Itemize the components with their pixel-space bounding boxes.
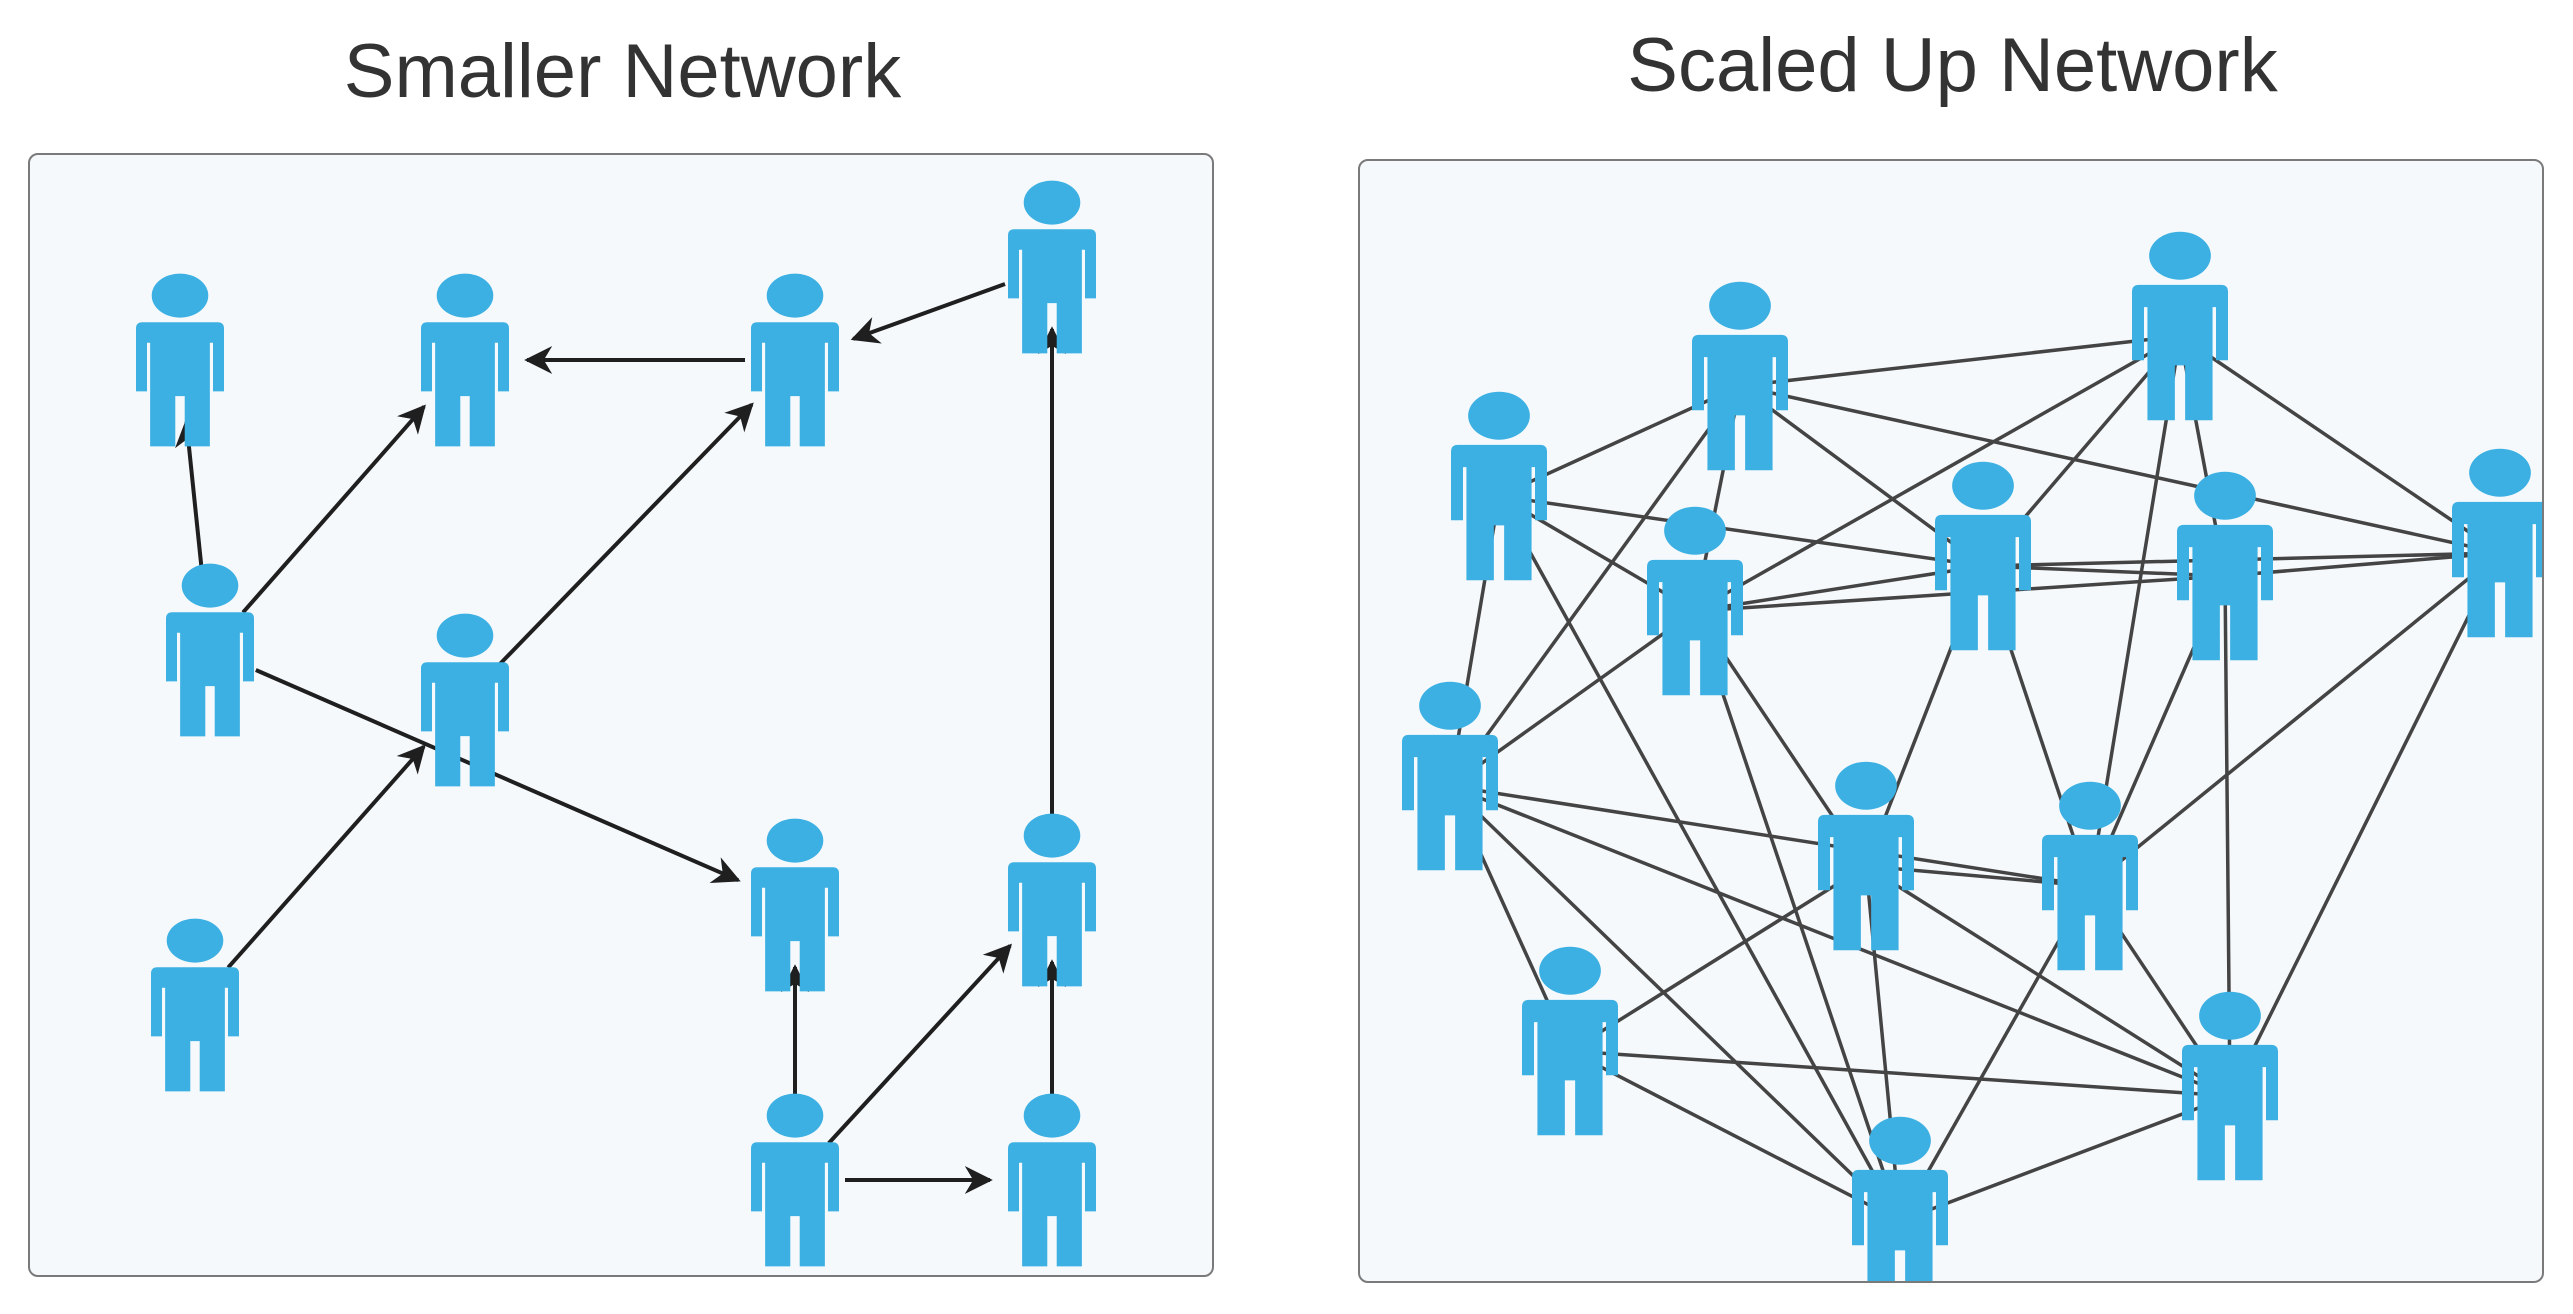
undirected-edge [1739,334,2181,388]
person-icon [751,273,839,447]
person-icon [2452,448,2542,638]
directed-edge [226,744,426,969]
undirected-edge [1569,1049,2231,1098]
person-icon [166,563,254,737]
scaled-up-network-panel [1358,159,2544,1283]
person-icon [1451,391,1547,581]
person-icon [421,273,509,447]
person-icon [1818,761,1914,951]
undirected-edge [1569,864,1867,1053]
person-icon [1008,1093,1096,1267]
person-icon [1692,281,1788,471]
panel-title-scaled-up-network: Scaled Up Network [1627,23,2278,108]
undirected-edge [1498,494,1696,613]
directed-edge [498,402,754,666]
person-icon [2182,991,2278,1181]
person-icon [1647,506,1743,696]
undirected-edge [2228,552,2502,1097]
smaller-network-panel [28,153,1214,1277]
panel-title-smaller-network: Smaller Network [343,29,902,114]
person-icon [1522,946,1618,1136]
undirected-edge [1497,495,1902,1222]
undirected-edge [2088,551,2502,888]
undirected-edge [1448,784,1902,1223]
person-icon [751,1093,839,1267]
person-icon [2177,471,2273,661]
person-icon [1935,461,2031,651]
undirected-edge [1569,1049,1901,1223]
person-icon [2132,231,2228,421]
person-icon [421,613,509,787]
directed-edge [255,668,741,883]
person-icon [1008,180,1096,354]
smaller-network-diagram [136,180,1096,1267]
undirected-edge [1448,384,1742,788]
person-icon [151,918,239,1092]
undirected-edge [1865,864,2231,1098]
directed-edge [850,282,1006,344]
person-icon [2042,781,2138,971]
person-icon [136,273,224,447]
undirected-edge [1899,1094,2231,1223]
person-icon [1852,1116,1948,1281]
directed-edge [827,943,1012,1145]
directed-edge [241,404,426,614]
person-icon [1402,681,1498,871]
person-icon [1008,813,1096,987]
undirected-edge [1693,610,1902,1222]
undirected-edge [1498,494,1984,568]
undirected-edge [1694,334,2181,613]
person-icon [751,818,839,992]
scaled-up-network-diagram [1402,231,2542,1281]
undirected-edge [1739,384,2501,555]
undirected-edge [2179,334,2501,555]
